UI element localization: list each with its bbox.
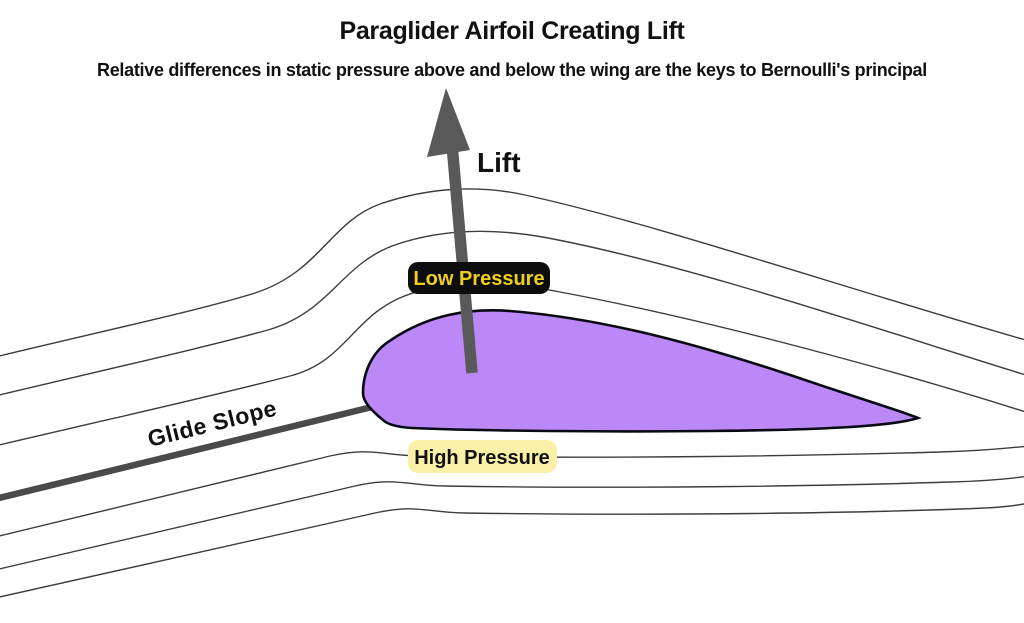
low-pressure-label: Low Pressure: [413, 268, 544, 290]
low-pressure-badge: Low Pressure: [408, 262, 550, 294]
lift-arrow-shaft: [446, 149, 478, 374]
high-pressure-box: [408, 440, 557, 473]
page-title: Paraglider Airfoil Creating Lift: [339, 17, 685, 45]
streamline-upper-1: [0, 188, 1024, 357]
streamline-lower-3: [0, 503, 1024, 598]
glide-slope-line: [0, 403, 373, 502]
lift-label: Lift: [477, 147, 521, 178]
low-pressure-box: [408, 262, 550, 294]
airfoil: [361, 309, 922, 433]
lift-arrow-head: [427, 88, 470, 157]
streamline-upper-2: [0, 230, 1024, 396]
high-pressure-label: High Pressure: [414, 447, 550, 469]
streamline-lower-2: [0, 475, 1024, 570]
high-pressure-badge: High Pressure: [408, 440, 557, 473]
page-subtitle: Relative differences in static pressure …: [97, 60, 927, 80]
lift-arrow: [427, 88, 478, 374]
